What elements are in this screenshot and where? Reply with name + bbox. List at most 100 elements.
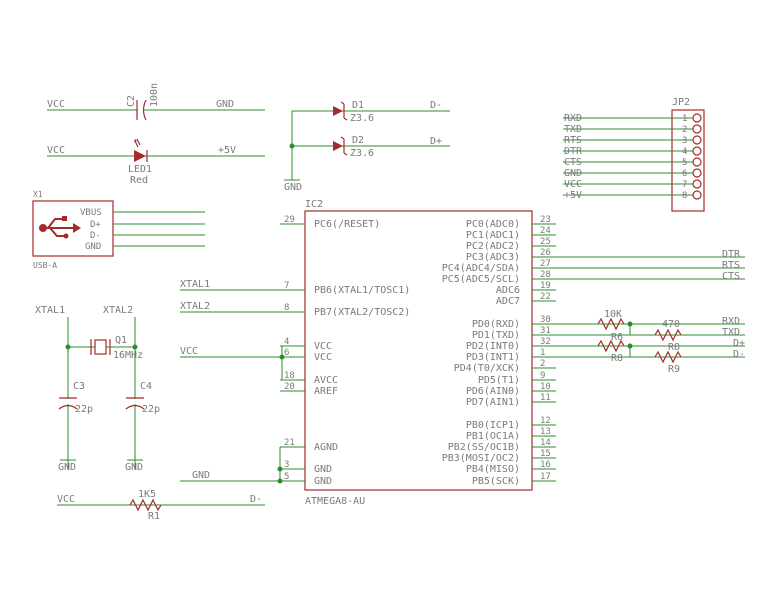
res-470: 470	[662, 319, 680, 330]
res-r8: R8	[611, 353, 623, 364]
ic2-right-pin-name: PB1(OC1A)	[466, 431, 520, 442]
led1-value: Red	[130, 175, 148, 186]
ic2-right-pin-number: 28	[540, 270, 551, 280]
ic2-right-pin-name: PD3(INT1)	[466, 352, 520, 363]
zener-gnd-label: GND	[284, 182, 302, 193]
ic2-net-txd: TXD	[722, 327, 740, 338]
led1-net-label: +5V	[218, 145, 236, 156]
ic2-right-pin-number: 27	[540, 259, 551, 269]
jp2-pin-net: +5V	[564, 190, 582, 201]
ic2-right-pin-name: PB4(MISO)	[466, 464, 520, 475]
d2-net: D+	[430, 136, 442, 147]
ic2-right-pin-number: 10	[540, 382, 551, 392]
r1-name: R1	[148, 511, 160, 522]
ic2-right-pin-number: 9	[540, 371, 545, 381]
ic2-left-pin-name: AGND	[314, 442, 338, 453]
res-r9: R9	[668, 364, 680, 375]
ic2-right-pin-name: PC4(ADC4/SDA)	[442, 263, 520, 274]
ic2-net-xtal1: XTAL1	[180, 279, 210, 290]
jp2-pin-number: 6	[682, 169, 687, 179]
ic2-net-dminus: D-	[733, 349, 745, 360]
ic2-right-pin-name: PD7(AIN1)	[466, 397, 520, 408]
ic2-part: ATMEGA8-AU	[305, 496, 365, 507]
ic2-right-pin-number: 22	[540, 292, 551, 302]
jp2-pin-number: 7	[682, 180, 687, 190]
d1-value: Z3.6	[350, 113, 374, 124]
led1: VCC +5V LED1 Red	[47, 138, 265, 186]
ic2-ref: IC2	[305, 199, 323, 210]
r1-net: D-	[250, 494, 262, 505]
ic2-external-wiring: XTAL1 XTAL2 VCC GND DTR RTS CTS 10K 470 …	[180, 249, 745, 484]
xtal2-net: XTAL2	[103, 305, 133, 316]
ic2-left-pin-name: AREF	[314, 386, 338, 397]
c3-name: C3	[73, 381, 85, 392]
jp2-pin-number: 1	[682, 114, 687, 124]
ic2-net-vcc: VCC	[180, 346, 198, 357]
zener-diodes: GND D1 Z3.6 D- D2 Z3.6 D+	[284, 100, 450, 193]
ic2-right-pin-number: 1	[540, 348, 545, 358]
ic2-right-pin-number: 30	[540, 315, 551, 325]
ic2-net-dtr: DTR	[722, 249, 741, 260]
c2-value: 100n	[149, 83, 160, 107]
jp2-pin-number: 3	[682, 136, 687, 146]
ic2-right-pin-number: 13	[540, 427, 551, 437]
ic2-right-pin-number: 17	[540, 472, 551, 482]
ic2-left-pin-number: 5	[284, 472, 289, 482]
ic2-left-pin-name: VCC	[314, 352, 332, 363]
ic2-right-pin-name: PB2(SS/OC1B)	[448, 442, 520, 453]
xtal1-net: XTAL1	[35, 305, 65, 316]
ic2-right-pin-name: PD6(AIN0)	[466, 386, 520, 397]
ic2-right-pin-name: PD4(T0/XCK)	[454, 363, 520, 374]
ic2-right-pin-name: PC5(ADC5/SCL)	[442, 274, 520, 285]
ic2-net-dplus: D+	[733, 338, 745, 349]
usb-ref: X1	[33, 190, 43, 199]
ic2-right-pin-name: PD5(T1)	[478, 375, 520, 386]
ic2-right-pin-number: 24	[540, 226, 551, 236]
ic2-left-pin-number: 4	[284, 337, 289, 347]
ic2-right-pin-number: 32	[540, 337, 551, 347]
ic2-right-pin-number: 19	[540, 281, 551, 291]
ic2-right-pin-name: PC0(ADC0)	[466, 219, 520, 230]
jp2-pin-number: 2	[682, 125, 687, 135]
res-r6: R6	[611, 332, 623, 343]
jp2-pin-net: TXD	[564, 124, 582, 135]
ic2-right-pin-number: 31	[540, 326, 551, 336]
ic2-left-pin-number: 8	[284, 303, 289, 313]
q1-name: Q1	[115, 335, 127, 346]
jp2-pin-socket	[692, 135, 702, 145]
c2-gnd-label: GND	[216, 99, 234, 110]
ic2-right-pin-number: 2	[540, 359, 545, 369]
ic2-right-pin-name: PC2(ADC2)	[466, 241, 520, 252]
ic2-left-pin-number: 21	[284, 438, 295, 448]
c3-value: 22p	[75, 404, 93, 415]
crystal-section: XTAL1 XTAL2 Q1 16MHz C3 22p C4 22p GND G…	[35, 305, 160, 473]
ic2-left-pin-name: GND	[314, 464, 332, 475]
ic2-right-pin-name: PD1(TXD)	[472, 330, 520, 341]
ic2-net-cts: CTS	[722, 271, 740, 282]
ic2-right-pin-name: PB5(SCK)	[472, 476, 520, 487]
ic2-right-pin-name: PD0(RXD)	[472, 319, 520, 330]
jp2-pin-number: 5	[682, 158, 687, 168]
jp2-pin-net: VCC	[564, 179, 582, 190]
c2-capacitor: VCC GND C2 100n	[47, 83, 265, 121]
r1-resistor: VCC 1K5 R1 D-	[57, 489, 265, 522]
d2-value: Z3.6	[350, 148, 374, 159]
jp2-pin-number: 8	[682, 191, 687, 201]
c2-name: C2	[126, 95, 137, 107]
ic2-right-pin-name: PB0(ICP1)	[466, 420, 520, 431]
usb-connector: X1 USB-A VBUS D+ D- GND	[32, 190, 205, 270]
jp2-name: JP2	[672, 97, 690, 108]
usb-pin-dminus: D-	[90, 231, 101, 241]
led1-vcc-label: VCC	[47, 145, 65, 156]
jp2-pin-socket	[692, 124, 702, 134]
ic2-net-rts: RTS	[722, 260, 740, 271]
jp2-pin-socket	[692, 168, 702, 178]
c4-gnd: GND	[125, 462, 143, 473]
res-r8b: R8	[668, 342, 680, 353]
ic2-left-pin-number: 18	[284, 371, 295, 381]
ic2-right-pin-number: 11	[540, 393, 551, 403]
ic2-right-pin-name: ADC7	[496, 296, 520, 307]
d2-name: D2	[352, 135, 364, 146]
ic2-net-gnd: GND	[192, 470, 210, 481]
